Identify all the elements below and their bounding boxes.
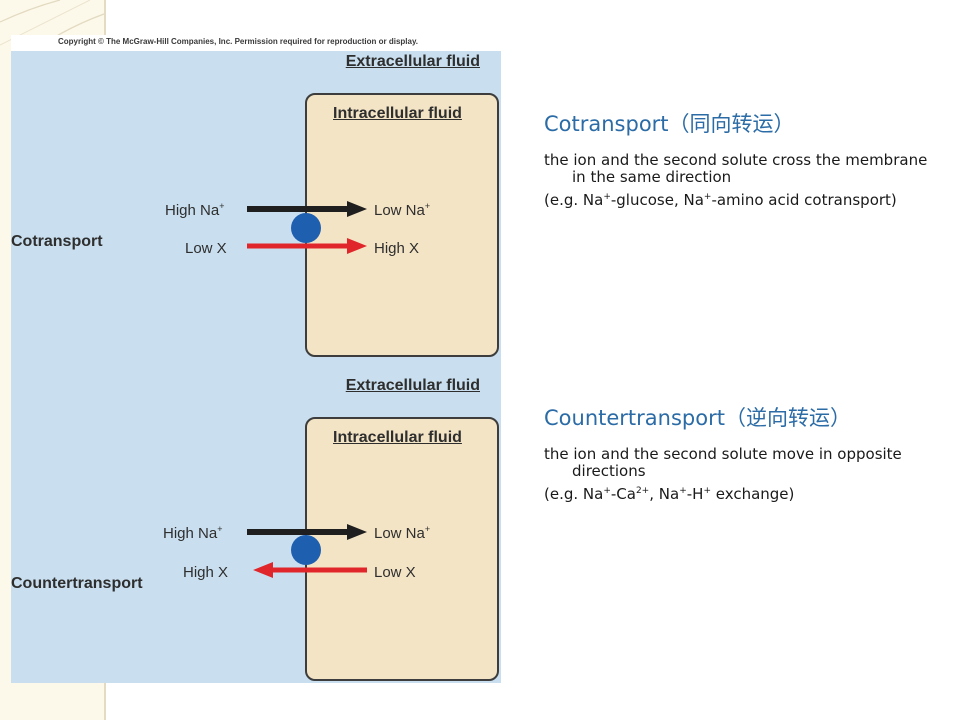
countertransport-section: Countertransport（逆向转运） the ion and the s… bbox=[544, 402, 944, 503]
label-low-na-1: Low Na+ bbox=[374, 201, 431, 220]
label-low-x-1: Low X bbox=[185, 240, 227, 257]
copyright-notice: Copyright © The McGraw-Hill Companies, I… bbox=[11, 35, 501, 51]
sodium-arrow-1 bbox=[247, 201, 367, 217]
extracellular-label-1: Extracellular fluid bbox=[345, 53, 480, 70]
solute-arrow-1 bbox=[247, 238, 367, 254]
carrier-protein-2 bbox=[291, 535, 321, 565]
label-low-x-2: Low X bbox=[374, 564, 416, 581]
transport-arrows bbox=[247, 201, 367, 578]
label-high-x-1: High X bbox=[374, 240, 420, 257]
transport-figure: Copyright © The McGraw-Hill Companies, I… bbox=[11, 35, 501, 683]
intracellular-box-2: Intracellular fluid bbox=[305, 417, 499, 681]
cotransport-description: the ion and the second solute cross the … bbox=[544, 151, 928, 186]
cotransport-example: (e.g. Na+-glucose, Na+-amino acid cotran… bbox=[544, 191, 897, 209]
label-high-na-2: High Na+ bbox=[163, 524, 223, 543]
intracellular-box-1: Intracellular fluid bbox=[305, 93, 499, 357]
countertransport-description: the ion and the second solute move in op… bbox=[544, 445, 902, 480]
solute-arrow-2 bbox=[253, 562, 367, 578]
cotransport-heading: Cotransport（同向转运） bbox=[544, 112, 795, 136]
cotransport-section: Cotransport（同向转运） the ion and the second… bbox=[544, 108, 944, 209]
countertransport-heading: Countertransport（逆向转运） bbox=[544, 406, 851, 430]
intracellular-label-2: Intracellular fluid bbox=[333, 429, 462, 446]
label-low-na-2: Low Na+ bbox=[374, 524, 431, 543]
label-high-na-1: High Na+ bbox=[165, 201, 225, 220]
side-title-cotransport: Cotransport bbox=[11, 233, 103, 250]
side-title-countertransport: Countertransport bbox=[11, 575, 143, 592]
countertransport-example: (e.g. Na+-Ca2+, Na+-H+ exchange) bbox=[544, 485, 795, 503]
extracellular-label-2: Extracellular fluid bbox=[345, 377, 480, 394]
carrier-protein-1 bbox=[291, 213, 321, 243]
intracellular-label-1: Intracellular fluid bbox=[333, 105, 462, 122]
sodium-arrow-2 bbox=[247, 524, 367, 540]
label-high-x-2: High X bbox=[183, 564, 229, 581]
